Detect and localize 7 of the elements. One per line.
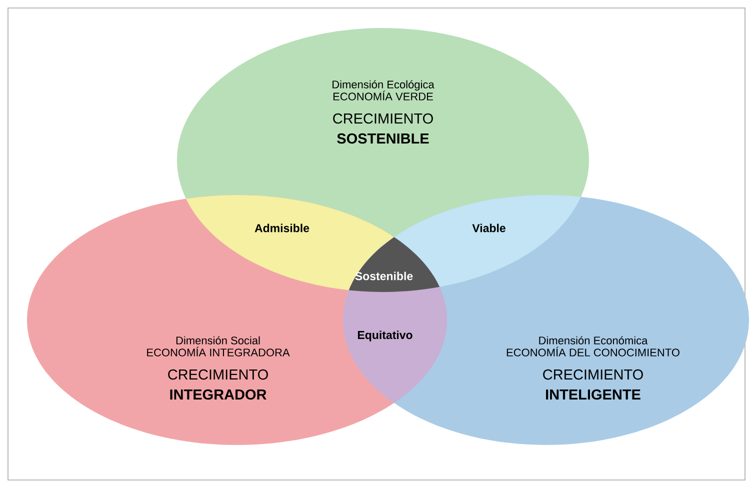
region-label: Admisible xyxy=(254,224,310,232)
circle-text: Dimensión Social ECONOMÍA INTEGRADORA CRECIMIENTO INTEGRADOR xyxy=(147,336,290,400)
circle-text: Dimensión Económica ECONOMÍA DEL CONOCIMIENTO CRECIMIENTO INTELIGENTE xyxy=(506,336,680,400)
region-label: Viable xyxy=(472,224,506,232)
region-label: Equitativo xyxy=(358,330,412,342)
circle-text: Dimensión Ecológica ECONOMÍA VERDE CRECIMIENTO SOSTENIBLE xyxy=(332,80,434,144)
region-label: Sostenible xyxy=(355,272,413,280)
